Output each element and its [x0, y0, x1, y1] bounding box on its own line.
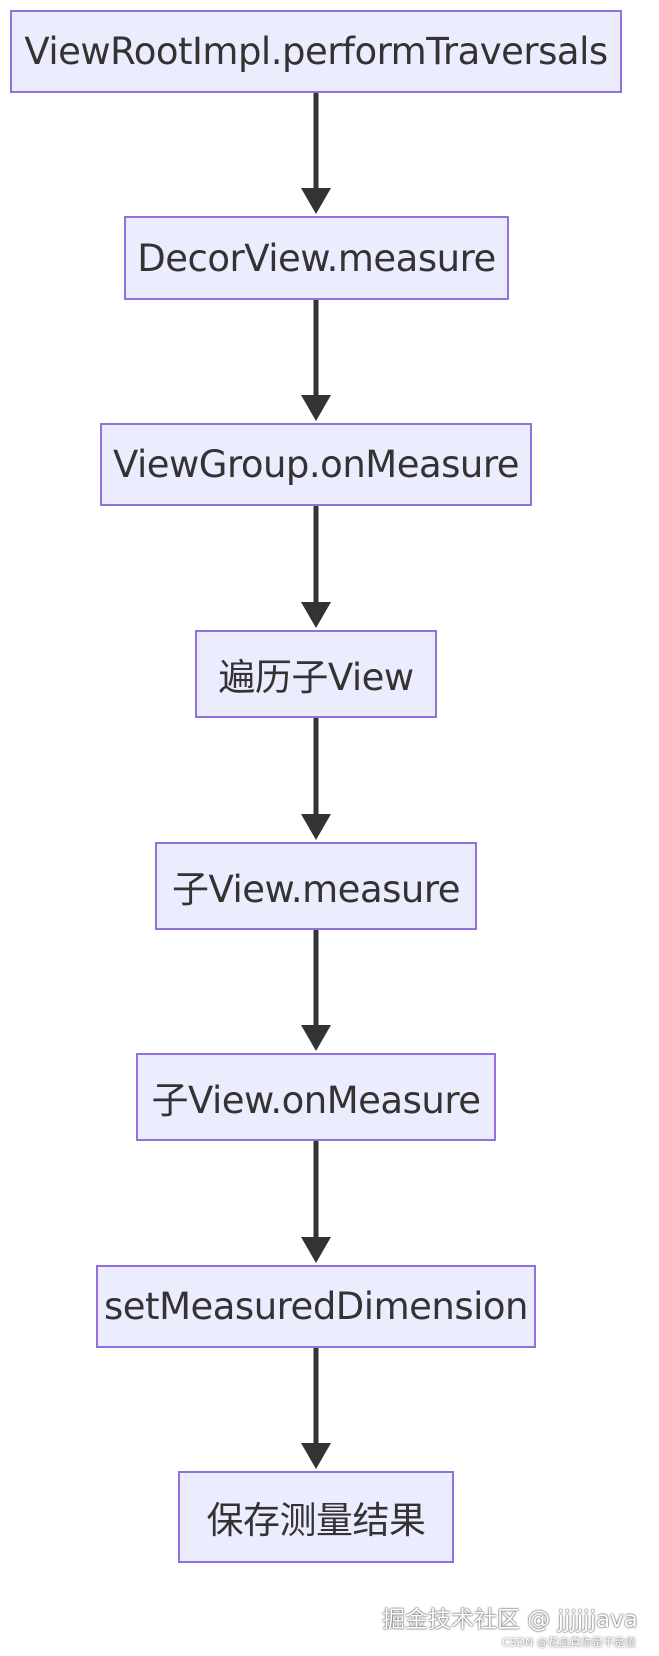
arrowhead-n4-n5: [301, 814, 331, 840]
watermark-csdn: CSDN @花启真你是不是傻: [502, 1636, 636, 1649]
arrowhead-n1-n2: [301, 188, 331, 214]
arrowhead-n6-n7: [301, 1237, 331, 1263]
node-set-measured-dimension: setMeasuredDimension: [96, 1265, 536, 1348]
node-decor-view-measure: DecorView.measure: [124, 216, 509, 300]
arrowhead-n2-n3: [301, 395, 331, 421]
node-save-measure-result: 保存测量结果: [178, 1471, 454, 1563]
watermark-juejin: 掘金技术社区 @ jjjjjjava: [382, 1607, 638, 1633]
node-view-group-on-measure: ViewGroup.onMeasure: [100, 423, 532, 506]
arrowhead-n5-n6: [301, 1025, 331, 1051]
arrowhead-n3-n4: [301, 602, 331, 628]
node-traverse-child-views: 遍历子View: [195, 630, 437, 718]
node-child-view-measure: 子View.measure: [155, 842, 477, 930]
node-child-view-on-measure: 子View.onMeasure: [136, 1053, 496, 1141]
node-view-root-impl-perform-traversals: ViewRootImpl.performTraversals: [10, 10, 622, 93]
arrowhead-n7-n8: [301, 1443, 331, 1469]
